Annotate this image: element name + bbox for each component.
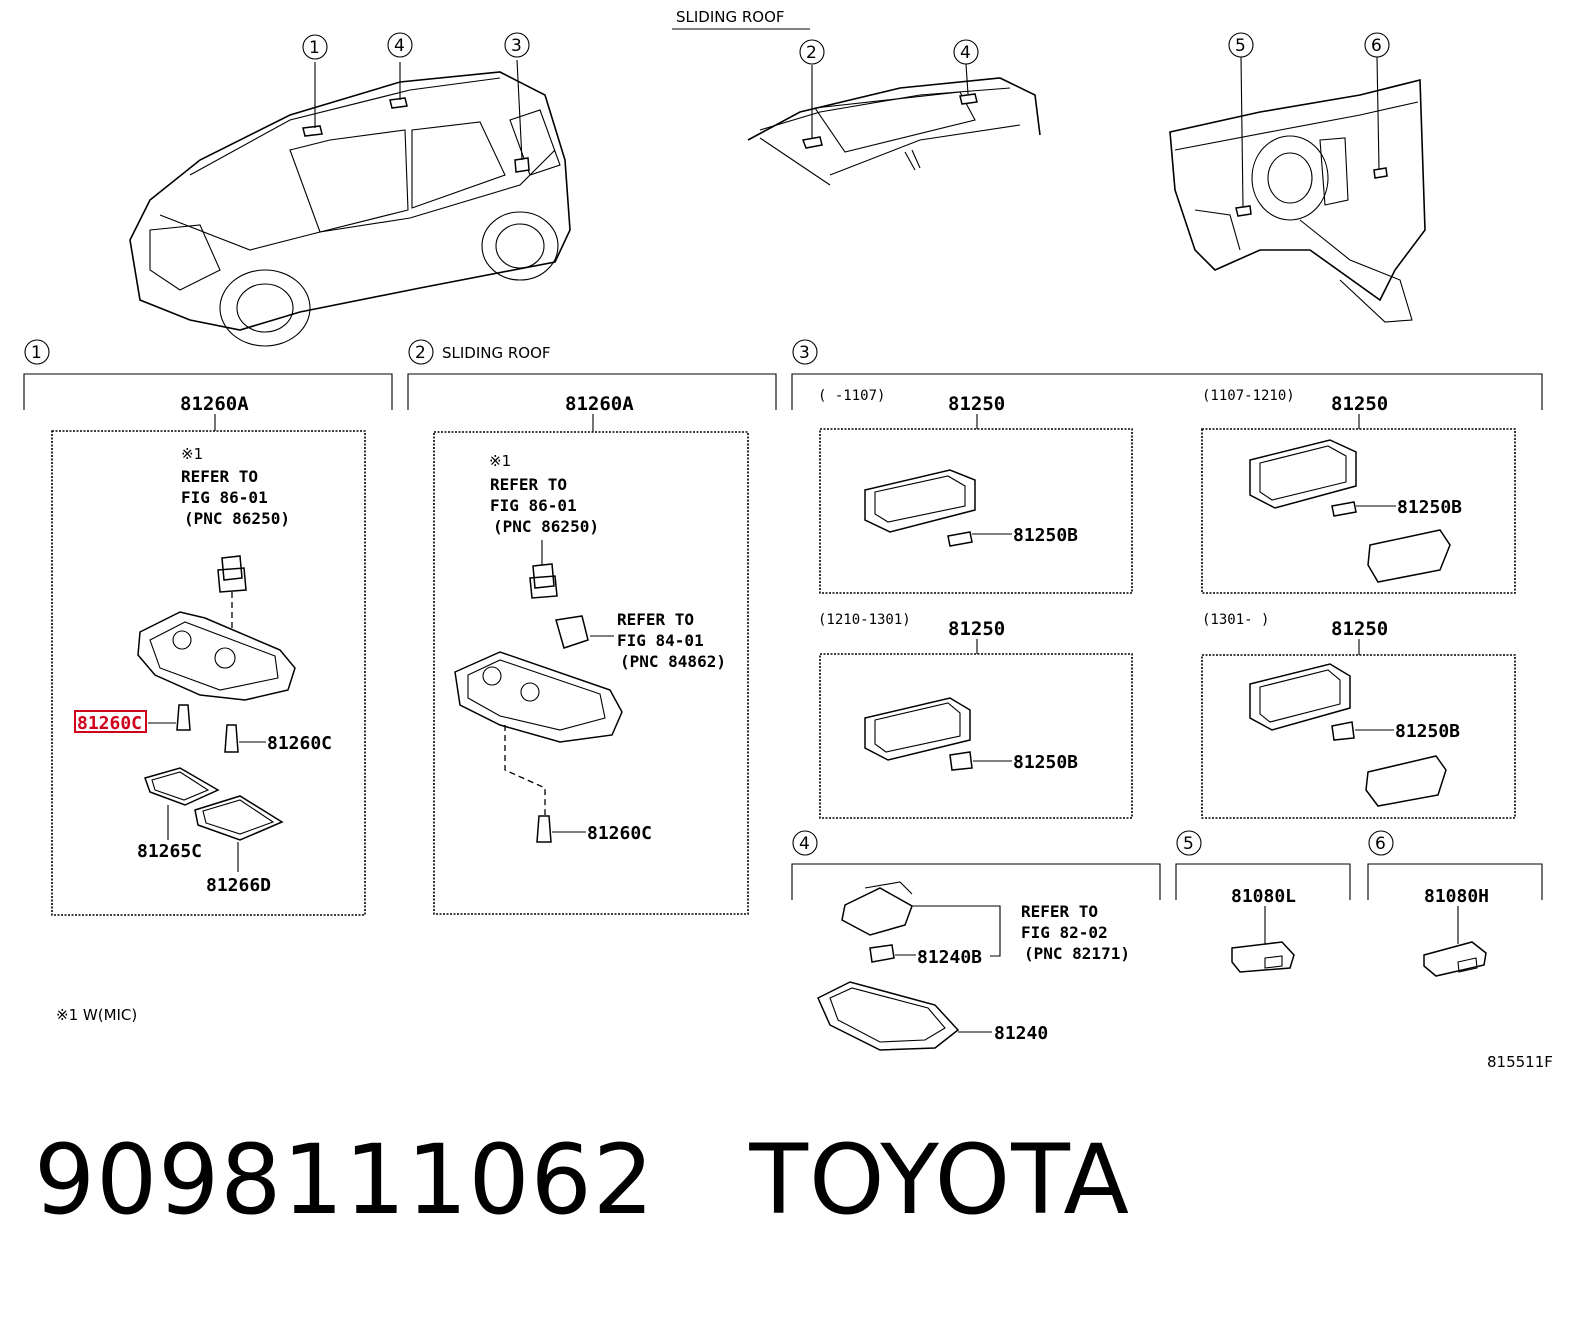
section-4: 4 REFER TO FIG 82-02 (PNC 82171) 81240B … (791, 830, 1161, 1051)
svg-text:(1107-1210): (1107-1210) (1202, 388, 1295, 404)
section-6-part-label[interactable]: 81080H (1424, 886, 1489, 907)
section-6-marker: 6 (1375, 834, 1386, 854)
svg-text:(1210-1301): (1210-1301) (818, 612, 911, 628)
lamp-housing-2 (454, 651, 623, 743)
part-caption: 9098111062 TOYOTA (34, 1132, 1130, 1228)
section-5-marker: 5 (1183, 834, 1194, 854)
section-1: 1 81260A ※1 REFER TO FIG 86-01 (PNC 8625… (23, 339, 393, 916)
panel-4-assembly: 81250 (1331, 618, 1388, 640)
bulb-right-icon (224, 724, 239, 753)
bulb-icon-p2 (1331, 501, 1357, 517)
section-2-marker: 2 (415, 343, 426, 363)
section-1-marker: 1 (31, 343, 42, 363)
figure-code: 815511F (1487, 1053, 1553, 1071)
lens-label[interactable]: 81265C (137, 841, 202, 862)
sensor-part (555, 615, 589, 649)
section-2-assembly: 81260A (565, 393, 634, 415)
bulb-left-label[interactable]: 81260C (77, 713, 142, 734)
svg-text:4: 4 (960, 43, 971, 63)
panel-4-bulb-label[interactable]: 81250B (1395, 721, 1460, 742)
svg-text:6: 6 (1371, 36, 1382, 56)
section-5-part (1231, 941, 1295, 973)
svg-text:REFER TO: REFER TO (490, 475, 567, 494)
section-2: 2 SLIDING ROOF 81260A ※1 REFER TO FIG 86… (407, 339, 777, 915)
sliding-roof-header: SLIDING ROOF (676, 8, 785, 26)
switch-part-2 (529, 563, 558, 599)
svg-text:3: 3 (511, 36, 522, 56)
svg-text:2: 2 (806, 43, 817, 63)
overview-marker-4: 4 (387, 32, 413, 58)
svg-text:(PNC 82171): (PNC 82171) (1024, 944, 1130, 963)
svg-text:4: 4 (394, 36, 405, 56)
footnote: ※1 W(MIC) (56, 1006, 137, 1024)
svg-text:※1: ※1 (181, 445, 203, 463)
bulb-icon-p1 (947, 531, 973, 547)
svg-text:(PNC 86250): (PNC 86250) (184, 509, 290, 528)
section-4-marker: 4 (799, 834, 810, 854)
overview-marker-1: 1 (302, 34, 328, 60)
part-number: 9098111062 (34, 1124, 655, 1236)
bulb-right-label[interactable]: 81260C (267, 733, 332, 754)
svg-text:(PNC 84862): (PNC 84862) (620, 652, 726, 671)
bulb-icon-p3 (949, 751, 973, 771)
sliding-roof-illustration (747, 63, 1041, 186)
svg-text:FIG 86-01: FIG 86-01 (181, 488, 268, 507)
svg-text:REFER TO: REFER TO (1021, 902, 1098, 921)
panel-1-bulb-label[interactable]: 81250B (1013, 525, 1078, 546)
lamp-label-s4[interactable]: 81240 (994, 1023, 1048, 1044)
panel-2-assembly: 81250 (1331, 393, 1388, 415)
svg-text:FIG 86-01: FIG 86-01 (490, 496, 577, 515)
overview-marker-5: 5 (1228, 32, 1254, 58)
svg-text:※1: ※1 (489, 452, 511, 470)
panel-3-assembly: 81250 (948, 618, 1005, 640)
panel-3-bulb-label[interactable]: 81250B (1013, 752, 1078, 773)
svg-text:1: 1 (309, 38, 320, 58)
bulb-left-icon (176, 704, 191, 731)
cover-label[interactable]: 81266D (206, 875, 271, 896)
brand-name: TOYOTA (749, 1124, 1131, 1236)
car-illustration (129, 59, 571, 347)
connector-part (841, 887, 913, 936)
svg-text:REFER TO: REFER TO (181, 467, 258, 486)
section-5: 5 81080L (1175, 830, 1351, 973)
section-6: 6 81080H (1367, 830, 1543, 977)
overview-marker-6: 6 (1364, 32, 1390, 58)
overview-marker-4b: 4 (953, 39, 979, 65)
svg-text:FIG 82-02: FIG 82-02 (1021, 923, 1108, 942)
bulb-icon-s4 (869, 944, 895, 963)
section-3: 3 ( -1107) 81250 81250B (1107-1210) 8125… (791, 339, 1543, 819)
bulb-label-2[interactable]: 81260C (587, 823, 652, 844)
switch-part (217, 555, 247, 593)
svg-text:5: 5 (1235, 36, 1246, 56)
overview-marker-3: 3 (504, 32, 530, 58)
lamp-part-s4 (817, 981, 960, 1051)
svg-text:(PNC 86250): (PNC 86250) (493, 517, 599, 536)
svg-text:( -1107): ( -1107) (818, 388, 885, 404)
bulb-icon-p4 (1331, 721, 1355, 741)
section-5-part-label[interactable]: 81080L (1231, 886, 1296, 907)
overview-marker-2: 2 (799, 39, 825, 65)
section-3-marker: 3 (799, 343, 810, 363)
bulb-label-s4[interactable]: 81240B (917, 947, 982, 968)
lamp-housing (137, 611, 296, 701)
panel-1-assembly: 81250 (948, 393, 1005, 415)
bulb-icon-2 (536, 815, 552, 843)
svg-text:FIG 84-01: FIG 84-01 (617, 631, 704, 650)
section-6-part (1423, 941, 1487, 977)
section-1-assembly: 81260A (180, 393, 249, 415)
highlight-box (74, 710, 147, 733)
panel-2-bulb-label[interactable]: 81250B (1397, 497, 1462, 518)
dashboard-illustration (1169, 56, 1426, 323)
svg-text:(1301- ): (1301- ) (1202, 612, 1269, 628)
svg-text:REFER TO: REFER TO (617, 610, 694, 629)
section-2-title: SLIDING ROOF (442, 344, 551, 362)
